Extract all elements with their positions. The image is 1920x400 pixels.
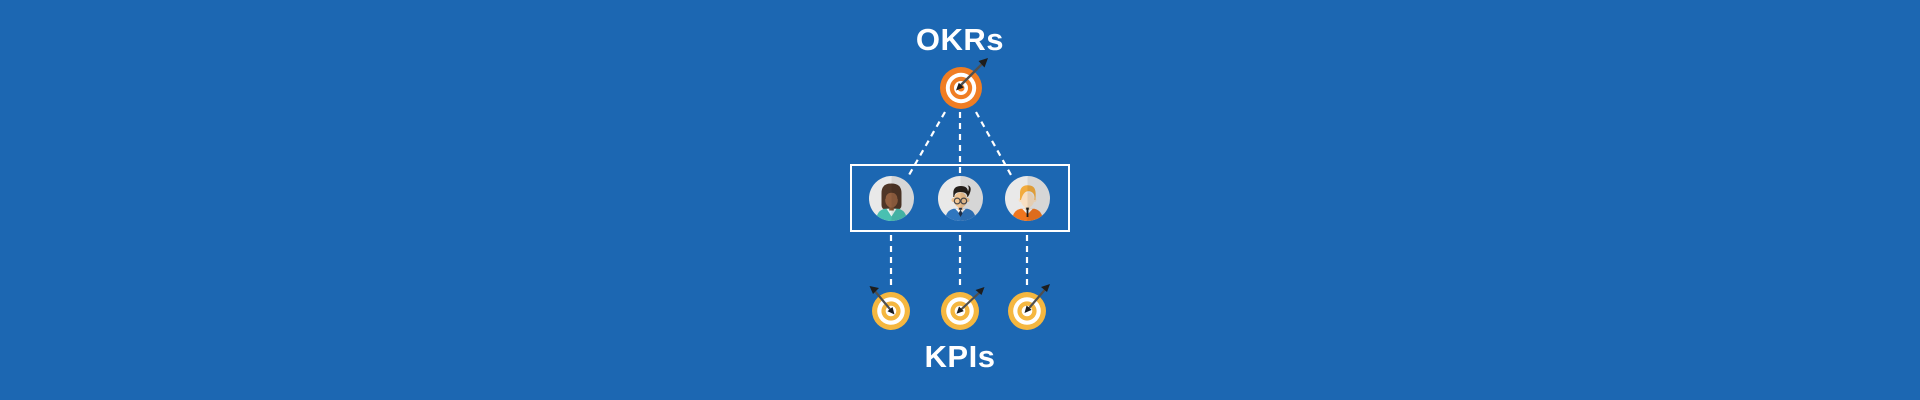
kpi-target-icon-3 — [1008, 284, 1050, 330]
arrow-icon — [956, 58, 988, 91]
avatar-man-blond-icon — [1004, 175, 1050, 221]
arrow-icon — [869, 286, 895, 315]
arrow-icon — [1024, 284, 1050, 313]
arrow-icon — [956, 287, 985, 314]
kpi-target-icon-1 — [869, 286, 910, 330]
avatar-man-glasses-icon — [937, 175, 983, 221]
kpi-target-icon-2 — [941, 287, 985, 330]
glasses-icon — [953, 197, 967, 205]
team-box — [850, 164, 1070, 232]
kpi-label: KPIs — [924, 339, 996, 374]
okr-target-icon — [940, 58, 988, 109]
okr-label: OKRs — [915, 22, 1005, 57]
avatar-woman-icon — [868, 175, 914, 221]
